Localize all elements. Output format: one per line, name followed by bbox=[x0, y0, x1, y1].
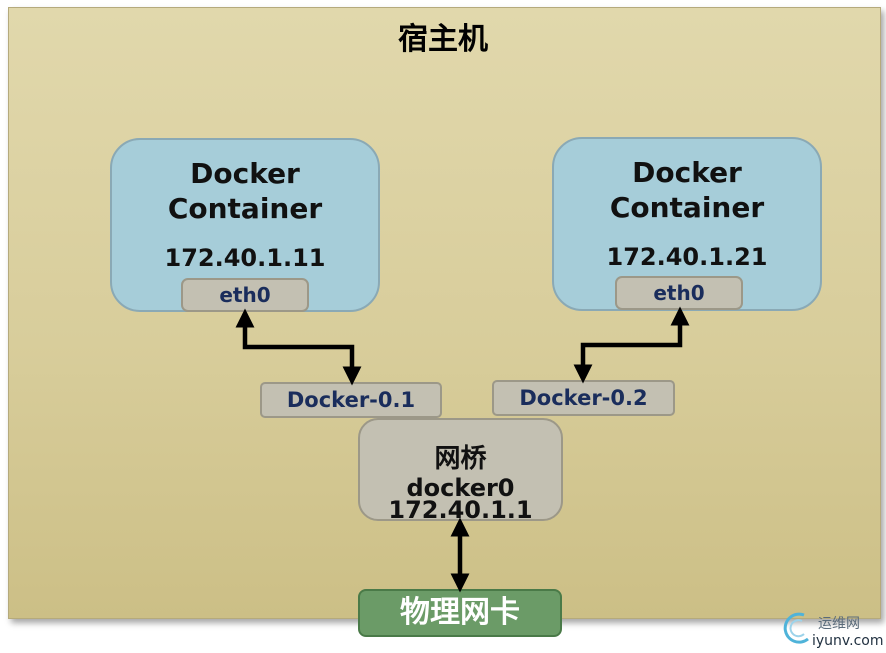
docker-container-2: Docker Container 172.40.1.21 bbox=[552, 137, 822, 311]
bridge-iface: docker0 bbox=[406, 474, 515, 502]
container-1-title-line1: Docker bbox=[190, 157, 300, 190]
host-title: 宿主机 bbox=[398, 22, 488, 57]
veth-docker-0-2: Docker-0.2 bbox=[492, 380, 675, 416]
bridge-ip: 172.40.1.1 bbox=[388, 496, 533, 524]
container-2-title-line2: Container bbox=[609, 191, 765, 224]
bridge-name: 网桥 bbox=[434, 444, 487, 474]
watermark-logo-icon bbox=[783, 612, 809, 644]
bridge-docker0: 网桥 docker0 172.40.1.1 bbox=[358, 418, 563, 524]
physical-nic: 物理网卡 bbox=[358, 589, 562, 637]
container-1-eth0: eth0 bbox=[181, 278, 309, 312]
container-1-title: Docker Container bbox=[112, 156, 378, 226]
watermark-url: iyunv.com bbox=[812, 633, 884, 649]
container-2-title: Docker Container bbox=[554, 155, 820, 225]
watermark-site-name: 运维网 bbox=[818, 616, 860, 632]
container-2-ip: 172.40.1.21 bbox=[606, 243, 768, 271]
veth-docker-0-1: Docker-0.1 bbox=[260, 382, 442, 418]
host-machine-box bbox=[8, 7, 881, 619]
container-2-eth0: eth0 bbox=[615, 276, 743, 310]
site-watermark: 运维网 iyunv.com bbox=[782, 605, 886, 653]
container-1-title-line2: Container bbox=[167, 192, 323, 225]
container-2-title-line1: Docker bbox=[632, 156, 742, 189]
container-1-ip: 172.40.1.11 bbox=[164, 244, 326, 272]
